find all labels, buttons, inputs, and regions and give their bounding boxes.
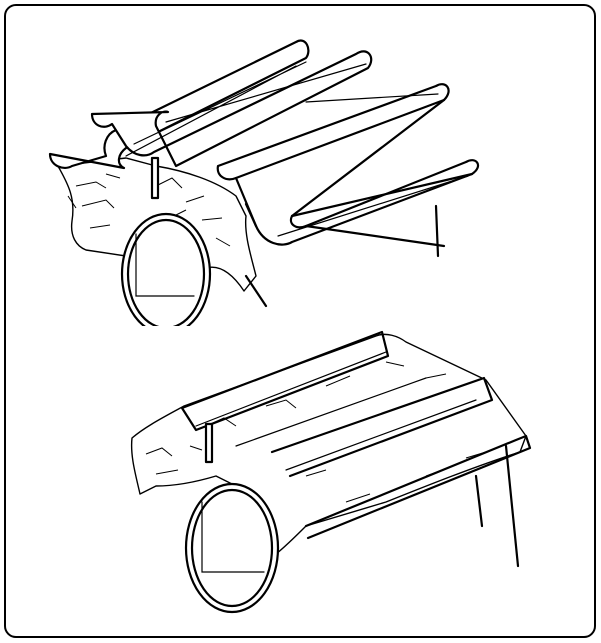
trough-back-left [48,39,310,170]
top-illustration [48,39,480,326]
figure-frame [4,4,596,638]
culvert-pipe-bottom [184,482,280,614]
ridge-right [270,376,494,478]
stake-bottom [204,422,214,464]
bottom-illustration [130,330,532,614]
stake-top [150,156,160,200]
ridge-left [180,330,390,432]
trough-back-middle [90,50,373,168]
culvert-pipe-top [120,212,212,326]
